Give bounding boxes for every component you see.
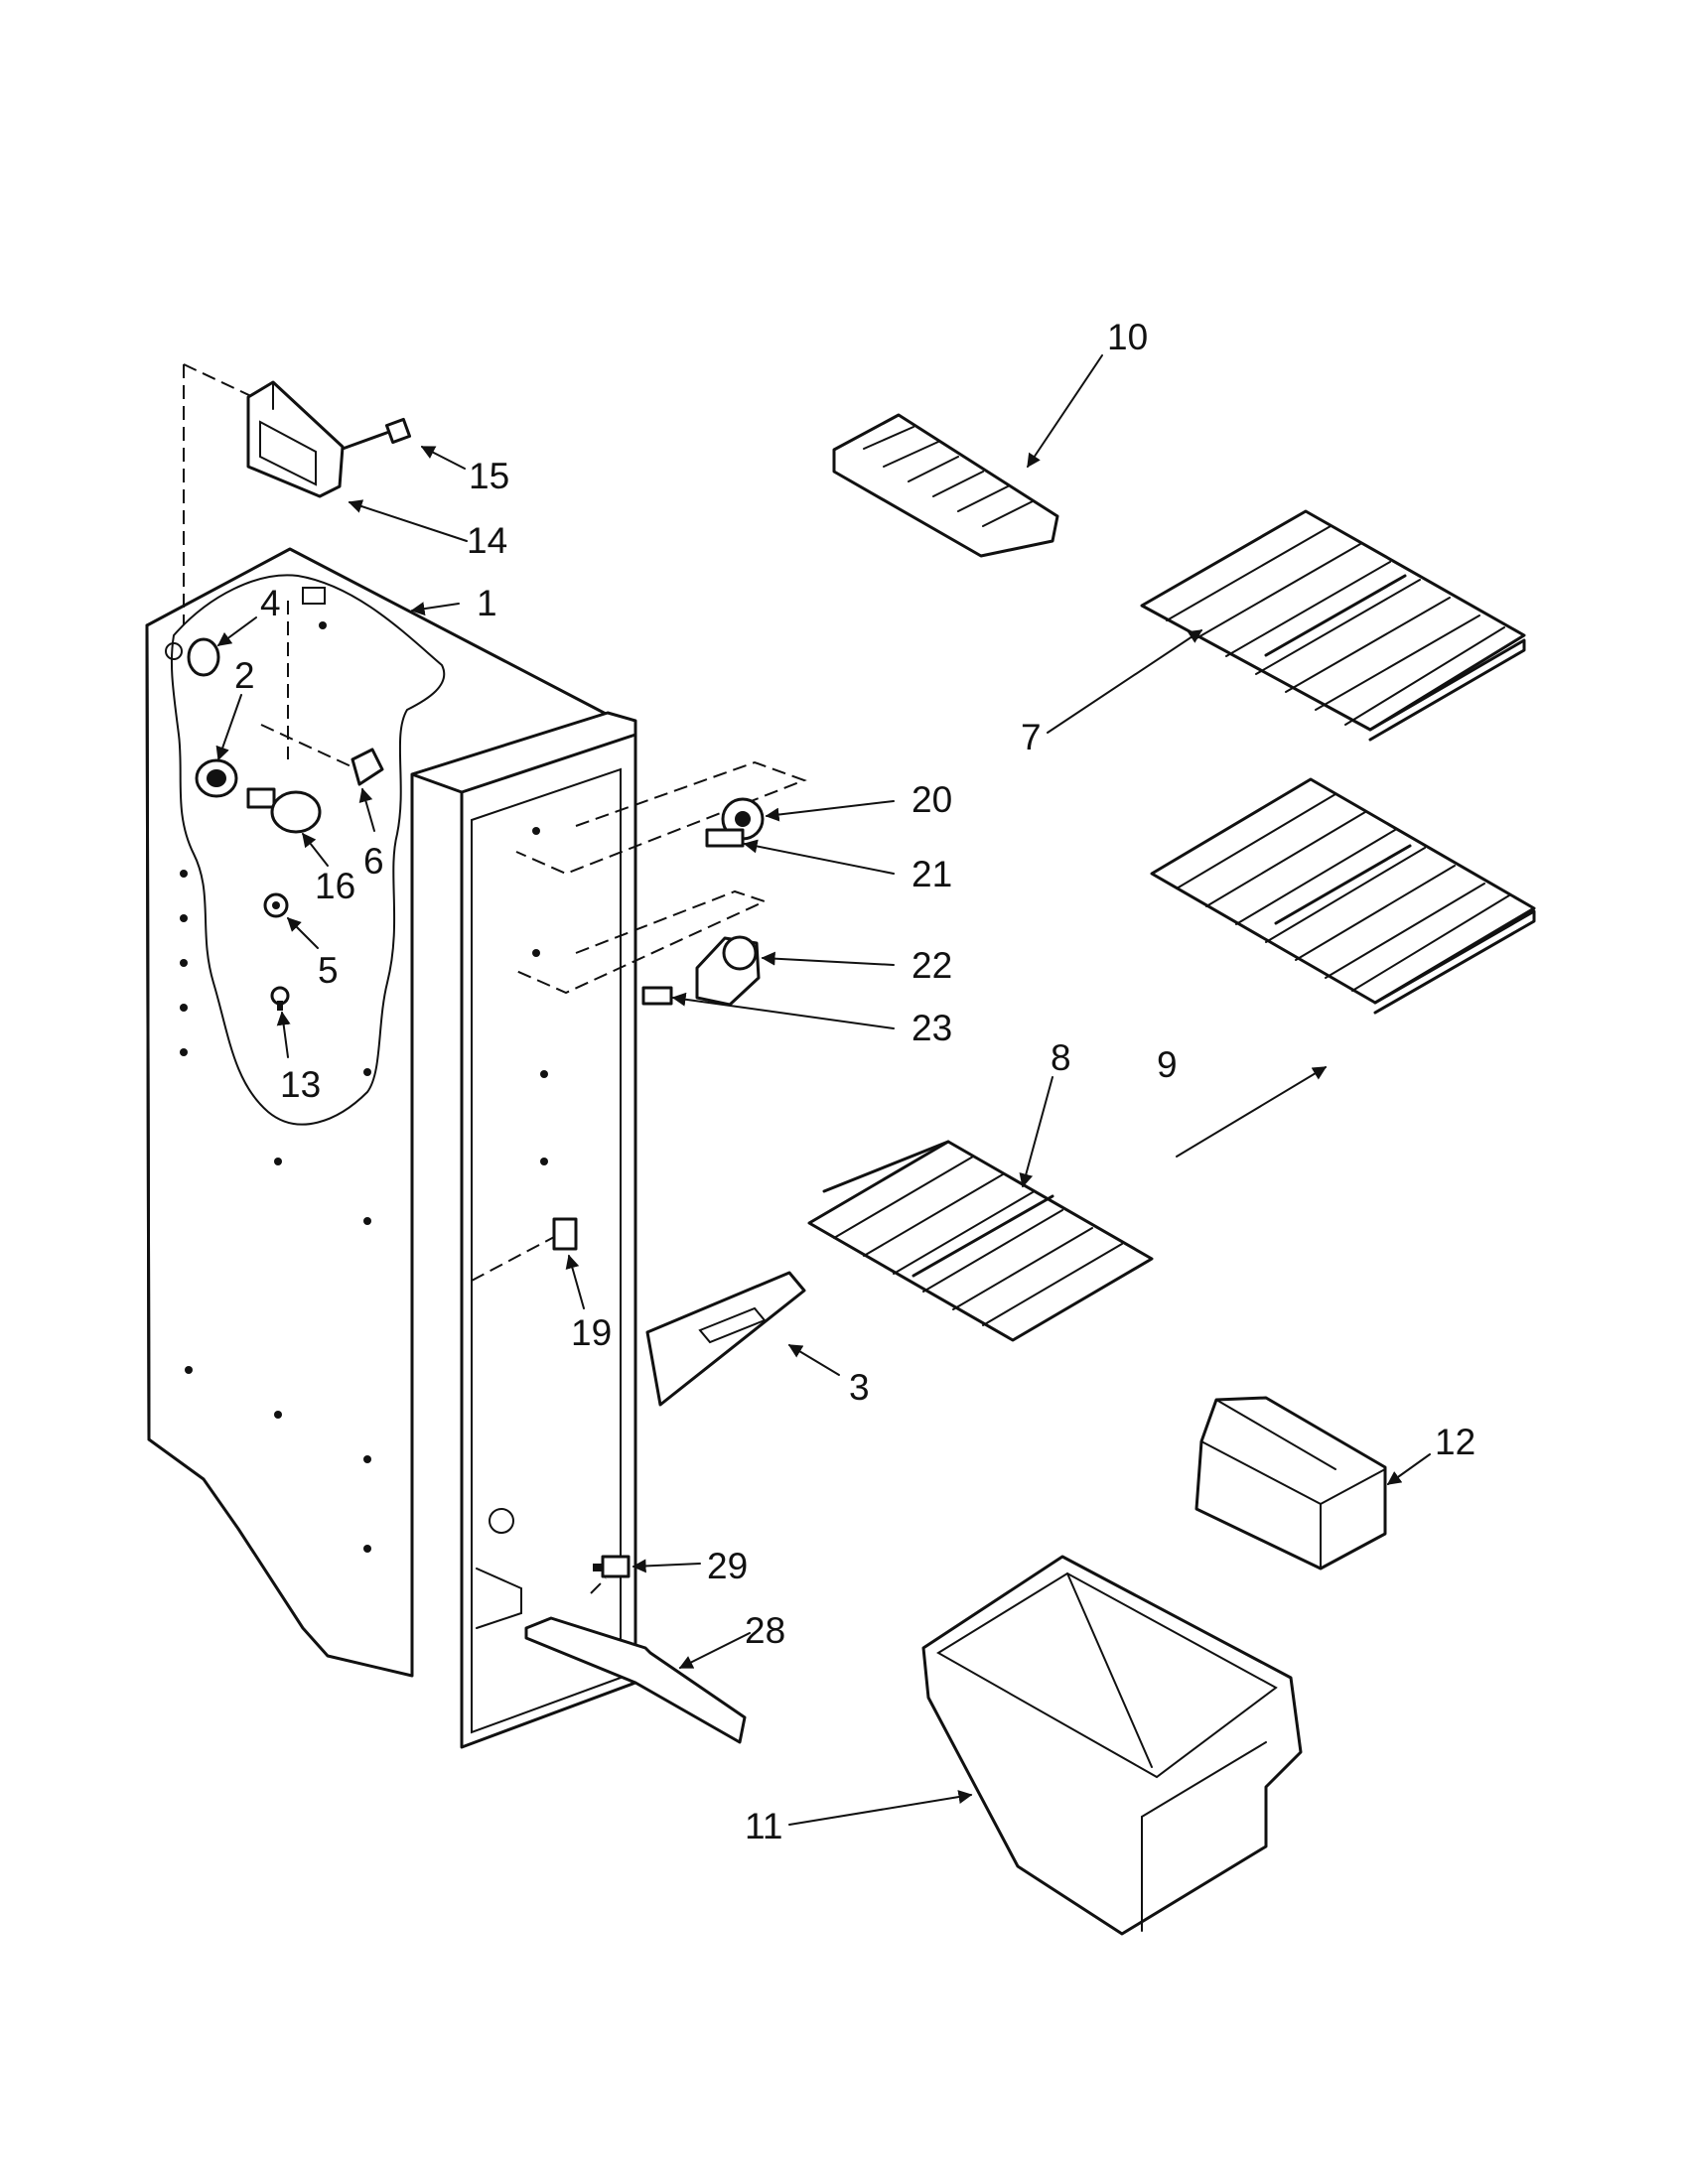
guide-lines [183, 363, 807, 1594]
wire-shelf-9[interactable] [1150, 777, 1536, 1015]
label-14: 14 [467, 520, 507, 561]
shelf-bracket-22[interactable] [695, 935, 761, 1007]
part-labels: 10 15 14 1 4 2 16 6 5 13 19 20 21 22 23 … [234, 317, 1475, 1846]
liner-front-frame [410, 711, 637, 1749]
label-16: 16 [315, 866, 355, 906]
screw-23[interactable] [641, 986, 673, 1006]
label-11: 11 [745, 1806, 782, 1846]
liner-holes [180, 621, 371, 1553]
label-7: 7 [1021, 717, 1042, 757]
clip-6[interactable] [351, 748, 384, 786]
light-socket[interactable] [195, 758, 238, 798]
fastener-13[interactable] [270, 986, 290, 1011]
label-13: 13 [280, 1064, 321, 1105]
label-2: 2 [234, 655, 255, 696]
wire-shelf-7[interactable] [1140, 509, 1526, 742]
screw-21[interactable] [705, 828, 745, 848]
screw-29[interactable] [593, 1555, 631, 1578]
fastener-5[interactable] [263, 892, 289, 918]
freezer-basket[interactable] [921, 1555, 1303, 1936]
leader-lines [215, 354, 1431, 1826]
label-29: 29 [707, 1546, 748, 1586]
label-28: 28 [745, 1610, 785, 1651]
wire-shelf-8[interactable] [807, 1140, 1154, 1342]
label-23: 23 [912, 1008, 952, 1048]
bracket-28[interactable] [524, 1616, 747, 1744]
label-8: 8 [1051, 1037, 1071, 1078]
door-bin[interactable] [1194, 1396, 1387, 1570]
freezer-liner [145, 547, 610, 1678]
label-9: 9 [1157, 1044, 1178, 1085]
label-12: 12 [1435, 1422, 1475, 1462]
light-cover[interactable] [645, 1271, 806, 1407]
plug-4[interactable] [187, 637, 220, 677]
label-21: 21 [912, 854, 952, 894]
label-5: 5 [318, 950, 339, 991]
switch-19[interactable] [552, 1217, 578, 1251]
label-1: 1 [477, 583, 497, 623]
label-4: 4 [260, 583, 281, 623]
label-15: 15 [469, 456, 509, 496]
label-10: 10 [1107, 317, 1148, 357]
label-6: 6 [363, 841, 384, 882]
label-19: 19 [571, 1312, 612, 1353]
ice-tray[interactable] [832, 413, 1059, 558]
label-22: 22 [912, 945, 952, 986]
label-20: 20 [912, 779, 952, 820]
light-shield-bracket[interactable] [246, 380, 345, 498]
label-3: 3 [849, 1367, 870, 1408]
light-bulb[interactable] [246, 787, 322, 834]
screw-15[interactable] [341, 417, 412, 451]
